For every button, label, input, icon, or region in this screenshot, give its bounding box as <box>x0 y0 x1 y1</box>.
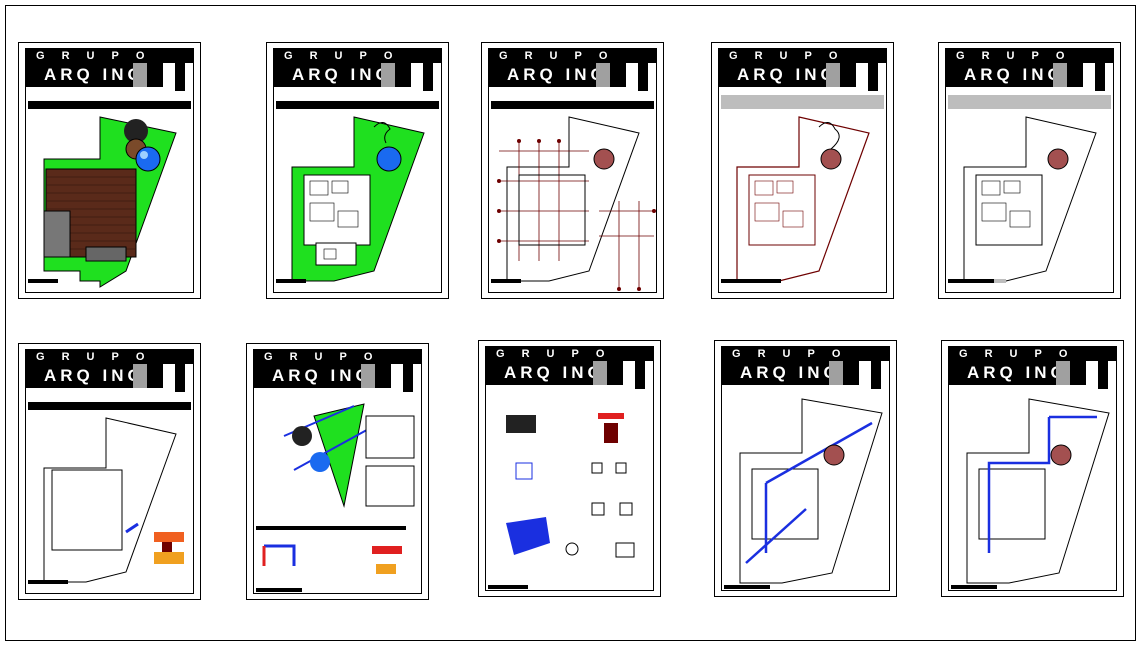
pool-detail <box>254 396 421 593</box>
site-plan <box>26 111 193 292</box>
title-bar <box>491 101 654 109</box>
title-bar <box>276 101 439 109</box>
title-bar <box>28 402 191 410</box>
logo-name: ARQ INC <box>740 363 840 382</box>
floor-plan <box>274 111 441 292</box>
pipes-plan-2 <box>949 393 1116 590</box>
logo-name: ARQ INC <box>737 65 837 84</box>
title-bar <box>721 95 884 109</box>
detail-plan <box>26 412 193 593</box>
logo-name: ARQ INC <box>504 363 604 382</box>
grid-plan <box>489 111 656 292</box>
logo-name: ARQ INC <box>292 65 392 84</box>
logo-name: ARQ INC <box>507 65 607 84</box>
pipes-plan <box>722 393 889 590</box>
logo-name: ARQ INC <box>967 363 1067 382</box>
logo-name: ARQ INC <box>44 65 144 84</box>
grey-plan <box>946 111 1113 292</box>
construction-details <box>486 393 653 590</box>
title-bar <box>28 101 191 109</box>
drawing-frame <box>5 5 1136 641</box>
logo-name: ARQ INC <box>44 366 144 385</box>
red-plan <box>719 111 886 292</box>
logo-name: ARQ INC <box>964 65 1064 84</box>
logo-name: ARQ INC <box>272 366 372 385</box>
title-bar <box>948 95 1111 109</box>
